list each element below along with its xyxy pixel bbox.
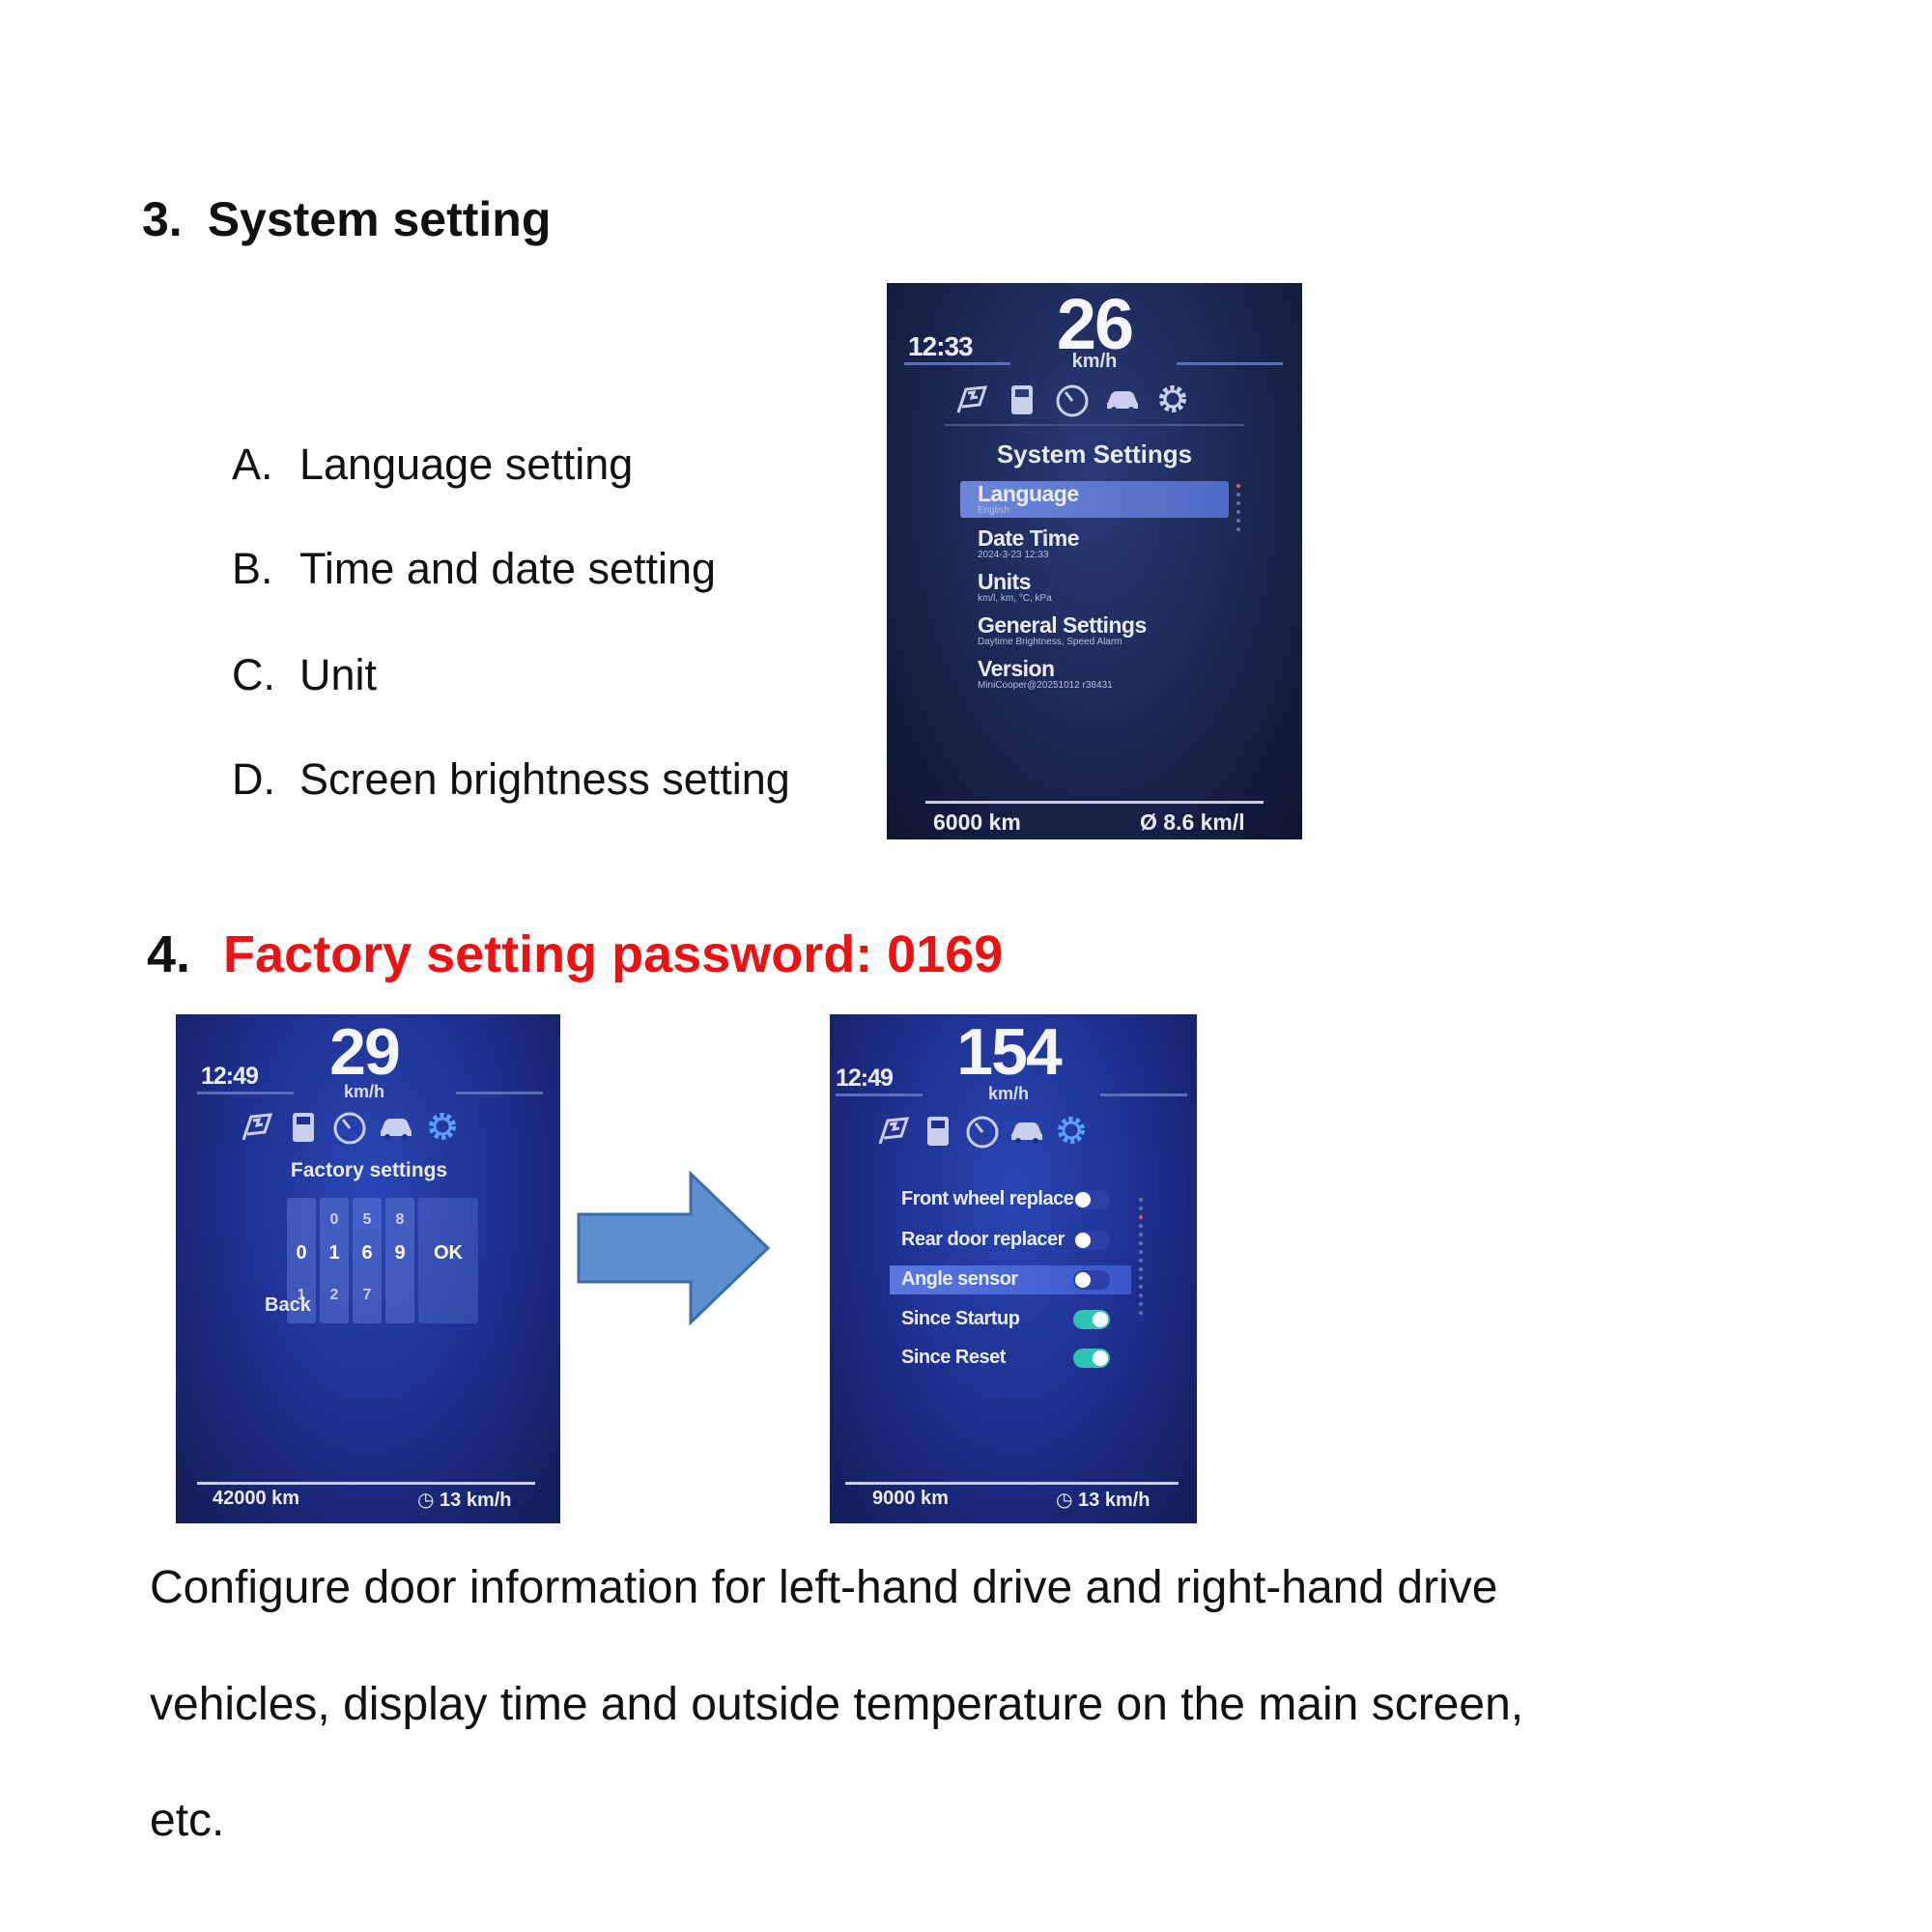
average-consumption: Ø 8.6 km/l	[1140, 810, 1245, 835]
menu-icon-bar	[238, 1107, 462, 1146]
toggle-row-angle-sensor[interactable]: Angle sensor	[901, 1268, 1110, 1291]
car-icon[interactable]	[377, 1107, 415, 1146]
section-3-heading: 3. System setting	[142, 191, 551, 247]
factory-toggles-screen-photo: 12:49 154 km/h Front wheel replace Rear …	[830, 1014, 1197, 1523]
footer-divider	[925, 801, 1264, 804]
current-speed-footer: ◷ 13 km/h	[1056, 1490, 1151, 1511]
ok-button[interactable]: OK	[418, 1198, 478, 1323]
list-item: C.Unit	[232, 650, 378, 699]
race-flag-icon[interactable]	[238, 1107, 276, 1146]
gauge-icon[interactable]	[330, 1107, 369, 1146]
gear-icon[interactable]	[1153, 380, 1192, 418]
factory-password-screen-photo: 12:49 29 km/h Factory settings 0 1 0 1	[176, 1014, 560, 1523]
factory-settings-title: Factory settings	[290, 1159, 448, 1181]
gear-icon[interactable]	[423, 1107, 462, 1146]
footer-divider	[197, 1482, 535, 1485]
divider	[456, 1092, 543, 1094]
fuel-icon[interactable]	[1003, 380, 1041, 418]
race-flag-icon[interactable]	[952, 380, 991, 418]
toggle-switch[interactable]	[1073, 1348, 1110, 1368]
list-item: D.Screen brightness setting	[232, 754, 790, 804]
clock: 12:49	[201, 1063, 259, 1090]
system-settings-screen-photo: 12:33 26 km/h System Settings Language E…	[887, 283, 1302, 839]
password-picker: 0 1 0 1 2 5 6 7 8 9 OK	[287, 1198, 478, 1323]
race-flag-icon[interactable]	[874, 1111, 913, 1150]
fuel-icon[interactable]	[284, 1107, 323, 1146]
back-button[interactable]: Back	[265, 1294, 311, 1316]
section-3-title: System setting	[207, 192, 552, 246]
gauge-icon: ◷	[1056, 1490, 1073, 1511]
clock: 12:33	[908, 331, 974, 361]
gear-icon[interactable]	[1052, 1111, 1091, 1150]
digit-column[interactable]: 0 1	[287, 1198, 316, 1323]
divider	[1177, 362, 1283, 365]
divider	[197, 1092, 294, 1094]
speed-readout: 154	[956, 1015, 1062, 1089]
odometer: 6000 km	[933, 810, 1021, 835]
divider	[1100, 1094, 1187, 1096]
digit-column[interactable]: 5 6 7	[353, 1198, 382, 1323]
clock: 12:49	[836, 1065, 894, 1092]
menu-item-version[interactable]: Version MiniCooper@20251012 r38431	[978, 656, 1113, 691]
scroll-indicator[interactable]	[1139, 1198, 1144, 1320]
toggle-row-since-startup[interactable]: Since Startup	[901, 1308, 1110, 1330]
toggle-switch[interactable]	[1073, 1309, 1110, 1329]
divider	[836, 1094, 923, 1096]
toggle-switch[interactable]	[1073, 1269, 1110, 1290]
gauge-icon: ◷	[417, 1490, 435, 1511]
speed-readout: 26	[1056, 284, 1134, 364]
gauge-icon[interactable]	[963, 1111, 1002, 1150]
car-icon[interactable]	[1008, 1111, 1046, 1150]
divider	[904, 362, 1010, 365]
menu-item-date-time[interactable]: Date Time 2024-3-23 12:33	[978, 526, 1080, 560]
divider	[945, 424, 1244, 426]
fuel-icon[interactable]	[919, 1111, 957, 1150]
description-line-1: Configure door information for left-hand…	[150, 1562, 1498, 1613]
speed-readout: 29	[329, 1015, 401, 1089]
description-line-2: vehicles, display time and outside tempe…	[150, 1679, 1524, 1730]
gauge-icon[interactable]	[1053, 380, 1092, 418]
section-4-heading: 4. Factory setting password: 0169	[147, 924, 1003, 984]
car-icon[interactable]	[1103, 380, 1142, 418]
footer-divider	[845, 1482, 1179, 1485]
toggle-row-since-reset[interactable]: Since Reset	[901, 1347, 1110, 1369]
speed-unit: km/h	[1071, 351, 1118, 372]
toggle-switch[interactable]	[1073, 1189, 1110, 1209]
menu-item-language[interactable]: Language English	[978, 481, 1079, 516]
speed-unit: km/h	[987, 1084, 1029, 1103]
current-speed-footer: ◷ 13 km/h	[417, 1490, 512, 1511]
right-arrow-icon	[577, 1171, 770, 1325]
digit-column[interactable]: 0 1 2	[320, 1198, 349, 1323]
odometer: 9000 km	[872, 1488, 949, 1509]
list-item: B.Time and date setting	[232, 544, 717, 593]
odometer: 42000 km	[213, 1488, 300, 1509]
toggle-row-rear-door[interactable]: Rear door replacer	[901, 1229, 1110, 1251]
scroll-indicator[interactable]	[1236, 484, 1241, 536]
speed-unit: km/h	[343, 1082, 384, 1101]
menu-title: System Settings	[996, 440, 1193, 469]
section-3-number: 3.	[142, 192, 183, 246]
toggle-switch[interactable]	[1073, 1230, 1110, 1250]
section-4-title: Factory setting password: 0169	[223, 925, 1004, 983]
description-line-3: etc.	[150, 1795, 225, 1846]
section-4-number: 4.	[147, 925, 191, 983]
menu-item-general-settings[interactable]: General Settings Daytime Brightness, Spe…	[978, 612, 1147, 647]
menu-icon-bar	[874, 1111, 1091, 1150]
menu-selection-highlight	[960, 481, 1229, 518]
digit-column[interactable]: 8 9	[385, 1198, 414, 1323]
toggle-row-front-wheel[interactable]: Front wheel replace	[901, 1188, 1110, 1210]
menu-item-units[interactable]: Units km/l, km, °C, kPa	[978, 569, 1052, 604]
list-item: A.Language setting	[232, 440, 634, 489]
menu-icon-bar	[952, 380, 1192, 418]
